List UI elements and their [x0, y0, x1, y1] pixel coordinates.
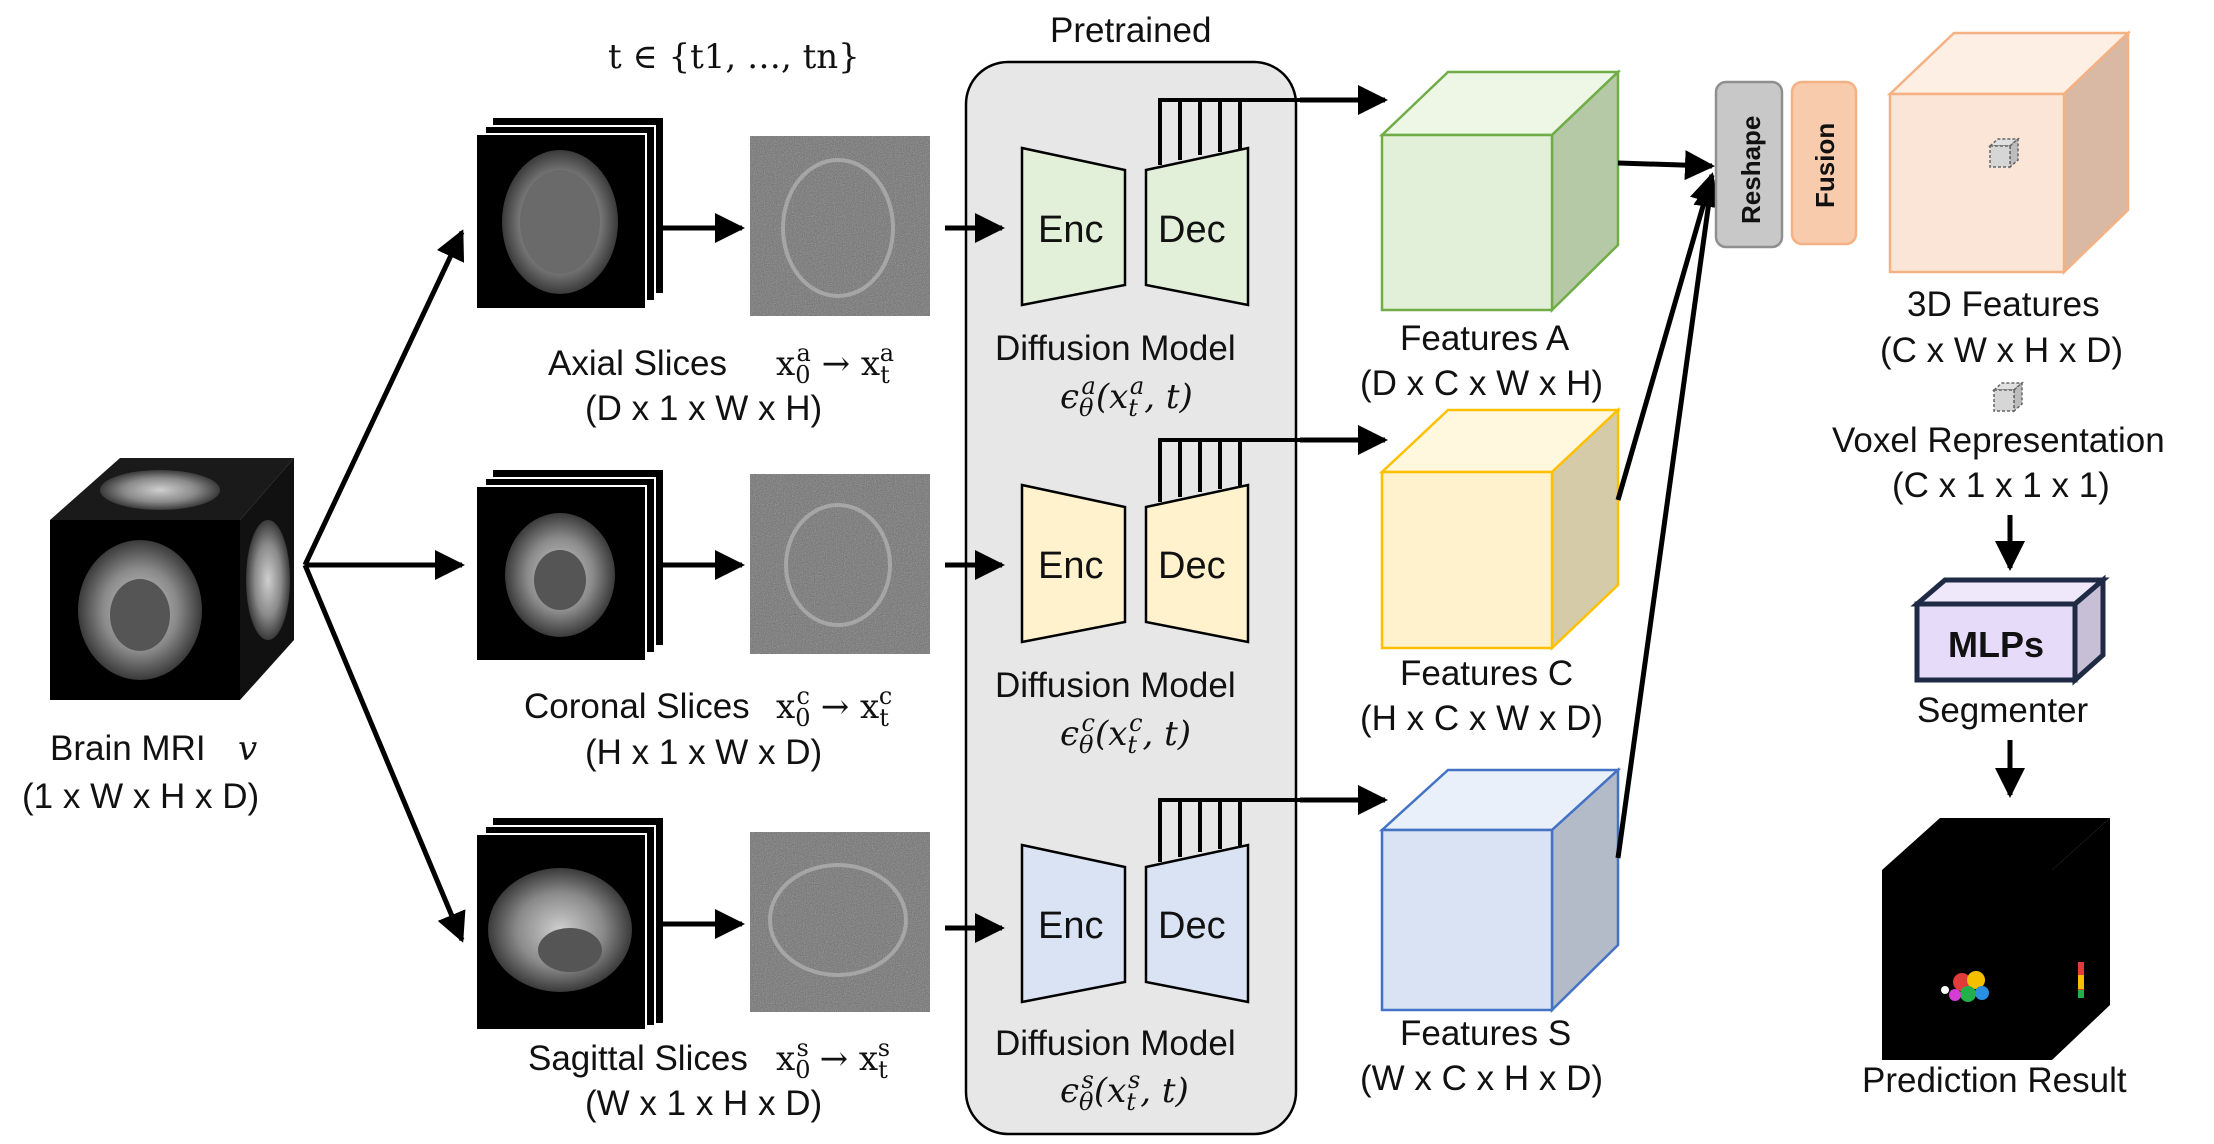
- brain-mri-dims: (1 x W x H x D): [22, 777, 259, 816]
- reshape-label: Reshape: [1736, 116, 1766, 224]
- brain-mri-cube: [50, 458, 294, 700]
- coronal-label: Coronal Slices: [524, 687, 750, 726]
- mlps-label: MLPs: [1948, 624, 2044, 665]
- features-3d-label: 3D Features: [1907, 285, 2100, 324]
- voxel-legend-icon: [1992, 381, 2024, 413]
- features-3d-cube: [1886, 30, 2132, 275]
- sagittal-noisy-image: [750, 832, 930, 1012]
- coronal-dims: (H x 1 x W x D): [585, 733, 822, 772]
- features-c-label: Features C: [1400, 654, 1573, 693]
- sagittal-dec-label: Dec: [1158, 905, 1226, 947]
- segmenter-label: Segmenter: [1917, 691, 2089, 730]
- axial-encoder: [1020, 146, 1127, 307]
- brain-mri-symbol: v: [238, 729, 257, 769]
- coronal-decoder: [1144, 483, 1250, 644]
- features-c-dims: (H x C x W x D): [1360, 699, 1603, 738]
- axial-label: Axial Slices: [548, 344, 727, 383]
- coronal-slice-stack: [475, 470, 663, 662]
- sagittal-enc-label: Enc: [1038, 905, 1103, 947]
- axial-enc-label: Enc: [1038, 209, 1103, 251]
- prediction-label: Prediction Result: [1862, 1061, 2127, 1100]
- axial-slice-stack: [475, 118, 663, 310]
- axial-dims: (D x 1 x W x H): [585, 389, 822, 428]
- features-s-dims: (W x C x H x D): [1360, 1059, 1603, 1098]
- merge-arrows: [1615, 150, 1724, 859]
- axial-epsilon: ϵθa(xta, t): [1060, 372, 1193, 422]
- sagittal-decoder: [1144, 843, 1250, 1004]
- pretrained-label: Pretrained: [1050, 11, 1211, 50]
- coronal-encoder: [1020, 483, 1127, 644]
- sagittal-dims: (W x 1 x H x D): [585, 1084, 822, 1123]
- coronal-diffusion-label: Diffusion Model: [995, 666, 1236, 705]
- axial-diffusion-label: Diffusion Model: [995, 329, 1236, 368]
- features-s-cube: [1378, 767, 1622, 1013]
- sagittal-epsilon: ϵθs(xts, t): [1060, 1066, 1189, 1116]
- voxel-label: Voxel Representation: [1832, 421, 2165, 460]
- axial-dec-label: Dec: [1158, 209, 1226, 251]
- axial-formula: x0a → xta: [776, 339, 894, 389]
- coronal-formula: x0c → xtc: [776, 682, 892, 732]
- features-s-label: Features S: [1400, 1014, 1571, 1053]
- fusion-label: Fusion: [1810, 123, 1840, 208]
- coronal-dec-label: Dec: [1158, 545, 1226, 587]
- features-3d-dims: (C x W x H x D): [1880, 331, 2123, 370]
- sagittal-slice-stack: [475, 818, 663, 1031]
- branch-arrows: [302, 229, 466, 943]
- coronal-noisy-image: [750, 474, 930, 654]
- brain-mri-label: Brain MRI: [50, 729, 206, 768]
- sagittal-label: Sagittal Slices: [528, 1039, 748, 1078]
- features-a-label: Features A: [1400, 319, 1570, 358]
- coronal-enc-label: Enc: [1038, 545, 1103, 587]
- axial-noisy-image: [750, 136, 930, 316]
- prediction-cube: [1882, 818, 2110, 1060]
- features-c-cube: [1378, 407, 1622, 651]
- features-a-cube: [1378, 69, 1622, 313]
- sagittal-diffusion-label: Diffusion Model: [995, 1024, 1236, 1063]
- axial-decoder: [1144, 146, 1250, 307]
- voxel-dims: (C x 1 x 1 x 1): [1892, 466, 2110, 505]
- sagittal-formula: x0s → xts: [776, 1034, 890, 1084]
- features-a-dims: (D x C x W x H): [1360, 364, 1603, 403]
- sagittal-encoder: [1020, 843, 1127, 1004]
- coronal-epsilon: ϵθc(xtc, t): [1060, 709, 1191, 759]
- fusion-box: [1790, 80, 1858, 246]
- voxel-cube-icon: [1988, 137, 2020, 169]
- mlps-box: [1910, 574, 2110, 686]
- timestep-label: t ∈ {t1, …, tn}: [608, 37, 860, 77]
- reshape-box: [1714, 80, 1784, 249]
